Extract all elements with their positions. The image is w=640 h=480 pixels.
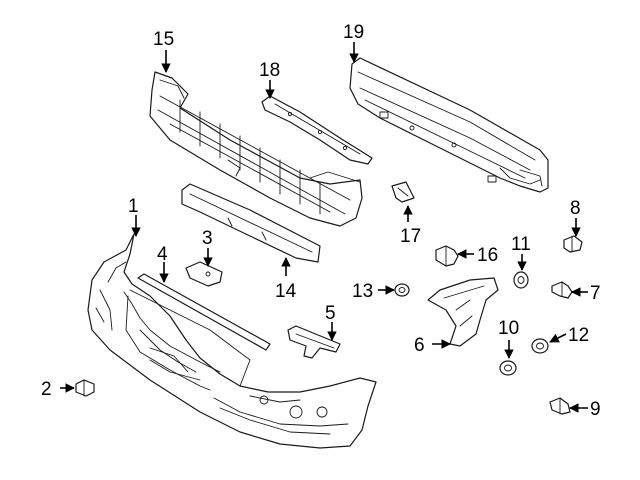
bumper-cover-part xyxy=(87,233,377,449)
absorber-frame-part xyxy=(149,71,363,227)
mounting-bracket-part xyxy=(427,277,499,347)
leader-lines xyxy=(60,42,588,413)
callout-6: 6 xyxy=(414,335,425,356)
bolt-2-part xyxy=(75,379,95,397)
washer-11-part xyxy=(513,271,529,289)
callout-15: 15 xyxy=(153,29,174,50)
callout-12: 12 xyxy=(568,325,589,346)
callout-17: 17 xyxy=(400,226,421,247)
lower-absorber-part xyxy=(181,183,321,263)
callout-16: 16 xyxy=(477,245,498,266)
callout-7: 7 xyxy=(590,283,601,304)
upper-trim-strip-part xyxy=(137,273,271,351)
callout-5: 5 xyxy=(325,303,336,324)
bolt-7-part xyxy=(551,281,573,299)
impact-bar-part xyxy=(349,57,549,193)
side-bracket-part xyxy=(287,325,341,359)
callout-4: 4 xyxy=(157,244,168,265)
nut-13-part xyxy=(394,283,410,297)
callout-9: 9 xyxy=(590,399,601,420)
washer-10-part xyxy=(499,360,517,376)
callout-11: 11 xyxy=(511,234,531,255)
push-clip-part xyxy=(435,245,459,267)
callout-10: 10 xyxy=(498,318,519,339)
callout-3: 3 xyxy=(202,228,213,249)
callout-8: 8 xyxy=(570,198,581,219)
callout-14: 14 xyxy=(275,281,297,302)
callout-18: 18 xyxy=(259,60,280,81)
small-bracket-part xyxy=(391,181,415,203)
leader-12 xyxy=(549,333,567,343)
upper-bracket-part xyxy=(261,95,373,165)
callout-labels: 1 2 3 4 5 6 7 8 9 10 11 12 13 14 15 16 1… xyxy=(41,22,601,420)
washer-12-part xyxy=(531,338,549,354)
bolt-8-part xyxy=(563,235,583,253)
callout-2: 2 xyxy=(41,379,52,400)
bolt-9-part xyxy=(549,397,571,415)
callout-13: 13 xyxy=(352,281,373,302)
callout-19: 19 xyxy=(343,22,364,43)
callout-1: 1 xyxy=(128,196,139,217)
clip-bracket-part xyxy=(185,261,223,287)
